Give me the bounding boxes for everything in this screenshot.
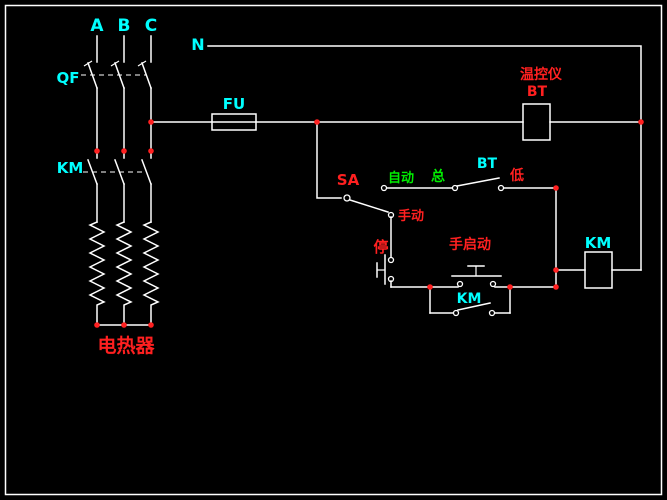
label-temp-controller: 温控仪 (520, 66, 563, 83)
label-manual-start: 手启动 (449, 236, 491, 253)
sa-selector: SA 自动 手动 (316, 121, 424, 224)
sa-pivot (343, 194, 351, 202)
drawing-border (4, 4, 663, 496)
junction-dots (94, 119, 644, 328)
label-selector: SA (337, 171, 360, 189)
km-blade-c (141, 159, 152, 185)
phase-labels: A B C N (90, 16, 204, 54)
bt-terminal-right (497, 184, 505, 192)
temp-controller: 温控仪 BT (520, 66, 642, 141)
label-km-coil: KM (585, 234, 612, 252)
label-manual: 手动 (398, 208, 424, 224)
bt-contact: 总 BT 低 (386, 156, 557, 288)
label-stop: 停 (373, 238, 388, 256)
phase-lines (96, 35, 152, 159)
label-km-aux: KM (457, 291, 482, 307)
km-coil: KM (555, 234, 642, 289)
km-aux-blade (457, 302, 491, 311)
qf-breaker: QF (57, 60, 152, 89)
stop-button: 停 (373, 216, 395, 288)
start-button: 手启动 (449, 236, 502, 288)
bt-terminal-left (451, 184, 459, 192)
label-bt-contact: BT (477, 156, 498, 172)
label-neutral: N (191, 35, 204, 54)
km-aux-contact: KM (429, 286, 511, 317)
fuse-body (211, 113, 257, 131)
label-phase-b: B (118, 16, 131, 36)
temp-controller-body (522, 103, 551, 141)
label-main-contactor: KM (57, 159, 84, 177)
label-bt-low: 低 (509, 167, 524, 184)
label-phase-c: C (145, 16, 157, 36)
heater-elements: 电热器 (88, 221, 160, 357)
label-heater: 电热器 (97, 334, 155, 357)
fuse: FU (150, 95, 524, 131)
neutral-line (207, 45, 642, 271)
label-fuse: FU (223, 95, 245, 113)
resistor-c (142, 221, 160, 326)
km-main-contactor: KM (57, 159, 152, 223)
neutral-wire (207, 45, 642, 271)
label-breaker: QF (57, 69, 80, 87)
label-phase-a: A (90, 16, 104, 36)
resistor-a (88, 221, 106, 326)
resistor-b (115, 221, 133, 326)
label-temp-controller-code: BT (527, 84, 548, 100)
bt-blade (456, 177, 500, 187)
sa-blade (349, 199, 389, 213)
label-bt-common: 总 (431, 168, 445, 185)
km-coil-body (584, 251, 613, 289)
sa-auto-contact (380, 184, 388, 192)
label-auto: 自动 (388, 170, 414, 186)
